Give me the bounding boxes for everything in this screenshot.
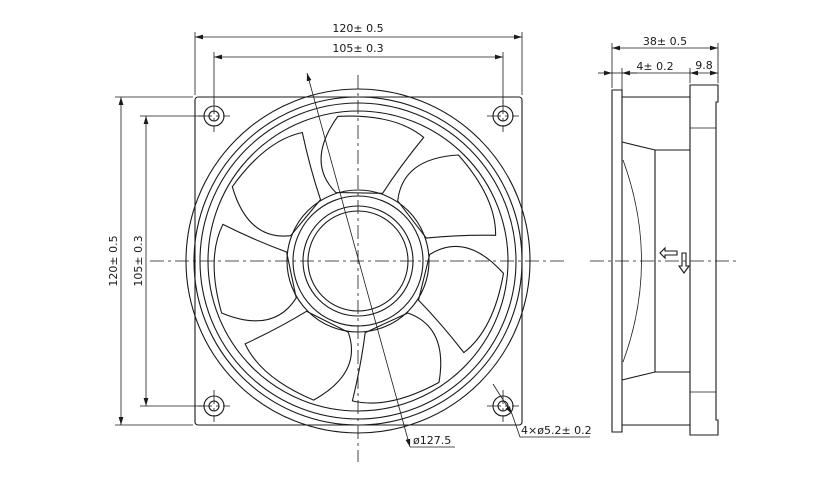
rotation-direction-arrow — [677, 252, 691, 274]
side-view: 38± 0.5 4± 0.2 9.8 — [590, 35, 740, 436]
dim-height-holes — [140, 115, 204, 407]
dim-width-outer-label: 120± 0.5 — [332, 22, 383, 35]
dim-width-holes-label: 105± 0.3 — [332, 42, 383, 55]
side-hub-top — [621, 141, 690, 151]
side-frame-outline — [611, 84, 719, 436]
dim-rim — [689, 68, 718, 83]
front-view: 120± 0.5 105± 0.3 120± 0.5 105± 0.3 ø127… — [107, 22, 592, 462]
dim-depth-label: 38± 0.5 — [643, 35, 687, 48]
dim-rim-label: 9.8 — [695, 59, 713, 72]
impeller-blades — [213, 115, 505, 404]
dim-holes-label: 4×ø5.2± 0.2 — [521, 424, 592, 437]
impeller-blade — [213, 223, 297, 322]
dim-diameter-leader — [306, 72, 455, 448]
dim-flange — [598, 68, 690, 95]
dim-flange-label: 4± 0.2 — [636, 60, 673, 73]
impeller-blade — [417, 246, 505, 354]
impeller-blade — [397, 154, 497, 239]
dim-diameter-label: ø127.5 — [413, 434, 451, 447]
impeller-blade — [351, 312, 442, 404]
airflow-direction-arrow — [659, 246, 678, 260]
dim-depth — [611, 43, 719, 88]
dim-height-outer-label: 120± 0.5 — [107, 235, 120, 286]
dim-width-outer — [194, 32, 523, 95]
dim-height-outer — [115, 96, 193, 426]
side-hub-bottom — [621, 371, 690, 381]
dim-width-holes — [213, 52, 504, 104]
dim-holes-leader — [492, 383, 590, 438]
impeller-blade — [244, 310, 353, 401]
dim-height-holes-label: 105± 0.3 — [132, 235, 145, 286]
